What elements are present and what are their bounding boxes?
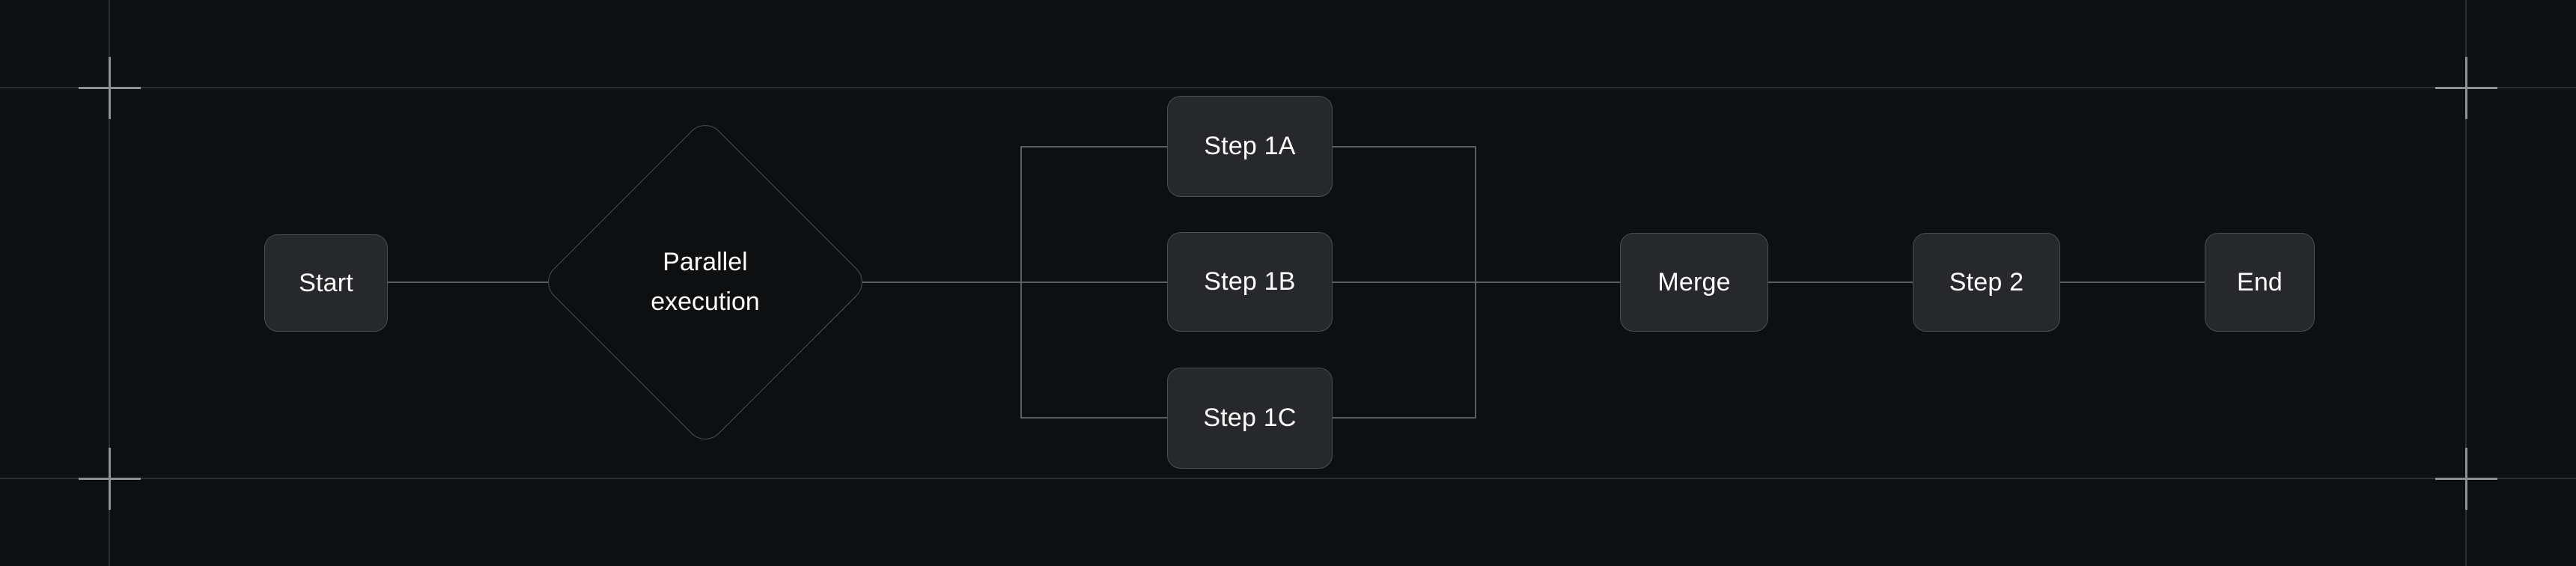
edge-fanin-to-merge bbox=[1475, 282, 1622, 283]
diamond-outline bbox=[540, 117, 871, 448]
node-merge[interactable]: Merge bbox=[1620, 233, 1768, 332]
node-merge-label: Merge bbox=[1657, 267, 1731, 296]
guide-line-vertical-left bbox=[109, 0, 110, 566]
node-step-1c[interactable]: Step 1C bbox=[1167, 368, 1333, 469]
edge-merge-to-step2 bbox=[1768, 282, 1914, 283]
edge-step1b-to-fanin bbox=[1332, 282, 1476, 283]
node-step-1a[interactable]: Step 1A bbox=[1167, 96, 1333, 197]
node-parallel-execution[interactable]: Parallel execution bbox=[540, 117, 871, 448]
node-step-2-label: Step 2 bbox=[1949, 267, 2024, 296]
node-start-label: Start bbox=[299, 268, 353, 297]
node-end-label: End bbox=[2236, 267, 2283, 296]
node-step-1a-label: Step 1A bbox=[1204, 132, 1296, 161]
node-end[interactable]: End bbox=[2205, 233, 2315, 332]
guide-line-vertical-right bbox=[2465, 0, 2467, 566]
edge-fanout-to-step1c bbox=[1020, 417, 1168, 419]
edge-step2-to-end bbox=[2060, 282, 2206, 283]
edge-fanout-to-step1a bbox=[1020, 146, 1168, 147]
edge-start-to-parallel bbox=[388, 282, 548, 283]
node-step-1c-label: Step 1C bbox=[1203, 404, 1297, 433]
node-step-2[interactable]: Step 2 bbox=[1913, 233, 2060, 332]
node-step-1b-label: Step 1B bbox=[1204, 267, 1296, 296]
node-start[interactable]: Start bbox=[264, 234, 388, 332]
edge-parallel-to-fanout bbox=[862, 282, 1021, 283]
guide-line-horizontal-bottom bbox=[0, 478, 2576, 479]
edge-step1a-to-fanin bbox=[1332, 146, 1476, 147]
edge-step1c-to-fanin bbox=[1332, 417, 1476, 419]
guide-line-horizontal-top bbox=[0, 87, 2576, 88]
edge-fanout-to-step1b bbox=[1020, 282, 1168, 283]
node-step-1b[interactable]: Step 1B bbox=[1167, 232, 1333, 332]
